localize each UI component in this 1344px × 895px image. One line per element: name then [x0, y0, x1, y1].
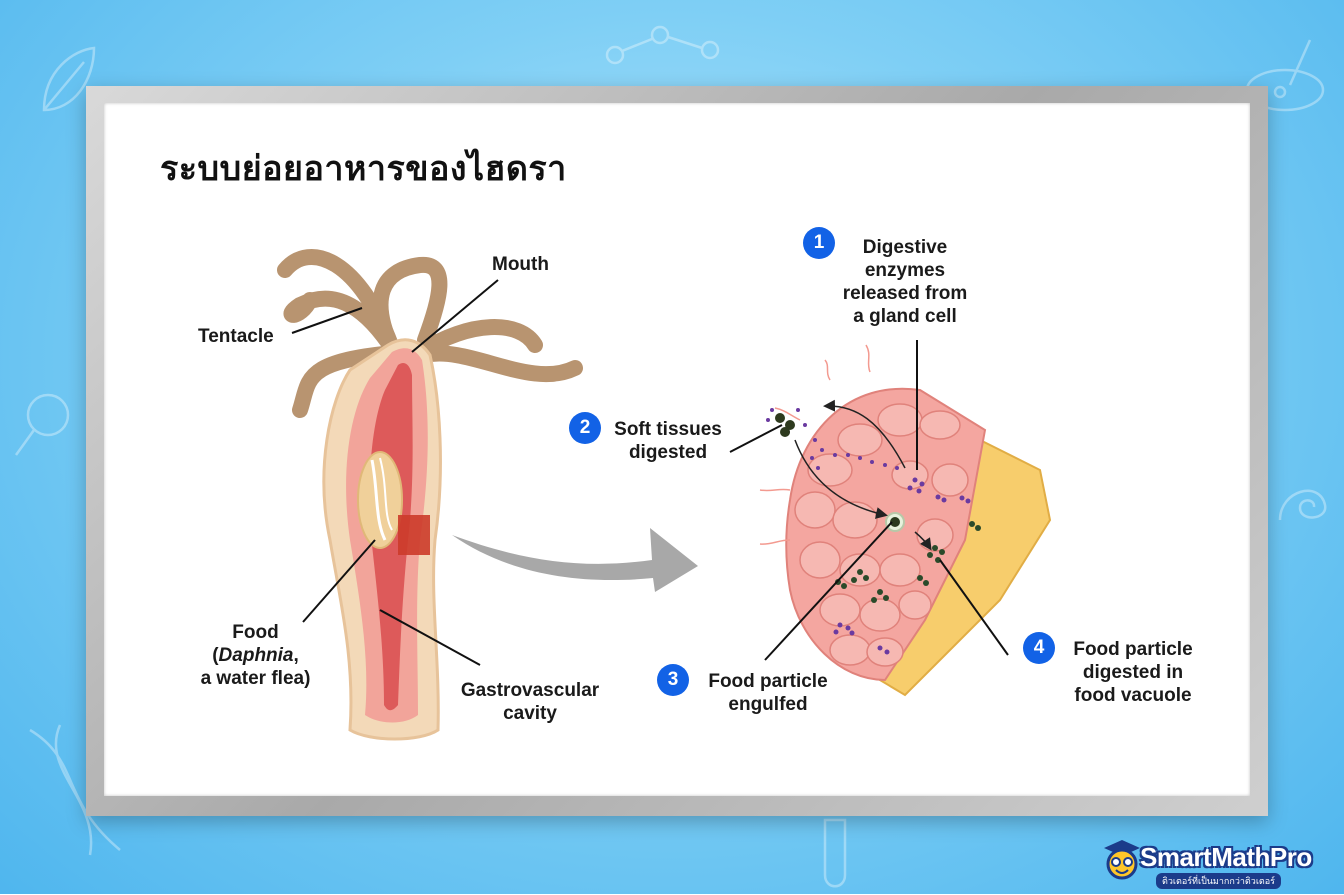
enlarged-section-marker: [398, 515, 430, 555]
step-4-label: Food particle digested in food vacuole: [1060, 638, 1206, 707]
label-tentacle: Tentacle: [198, 325, 274, 348]
gut-lining-cells: [760, 345, 1050, 695]
hydra-illustration: [285, 257, 575, 739]
zoom-arrow: [452, 528, 698, 592]
logo-tagline: ติวเตอร์ที่เป็นมากกว่าติวเตอร์: [1156, 873, 1281, 889]
daphnia-food: [358, 452, 402, 548]
step-3-badge: 3: [657, 664, 689, 696]
step-2-label: Soft tissues digested: [603, 418, 733, 464]
step-4-badge: 4: [1023, 632, 1055, 664]
step-2-badge: 2: [569, 412, 601, 444]
label-food-line2: (Daphnia,: [188, 644, 323, 667]
logo-wordmark: SmartMathPro: [1140, 842, 1312, 873]
graduate-face-icon: [1100, 836, 1144, 884]
label-food-line3: a water flea): [188, 667, 323, 690]
step-3-label: Food particle engulfed: [693, 670, 843, 716]
label-food-line1: Food: [188, 621, 323, 644]
label-gastrovascular-cavity: Gastrovascular cavity: [450, 679, 610, 725]
label-food-daphnia: Daphnia: [219, 645, 294, 666]
label-mouth: Mouth: [492, 253, 549, 276]
step-1-label: Digestive enzymes released from a gland …: [830, 236, 980, 328]
label-food: Food (Daphnia, a water flea): [188, 621, 323, 690]
smartmathpro-logo: SmartMathPro ติวเตอร์ที่เป็นมากกว่าติวเต…: [1100, 832, 1328, 888]
